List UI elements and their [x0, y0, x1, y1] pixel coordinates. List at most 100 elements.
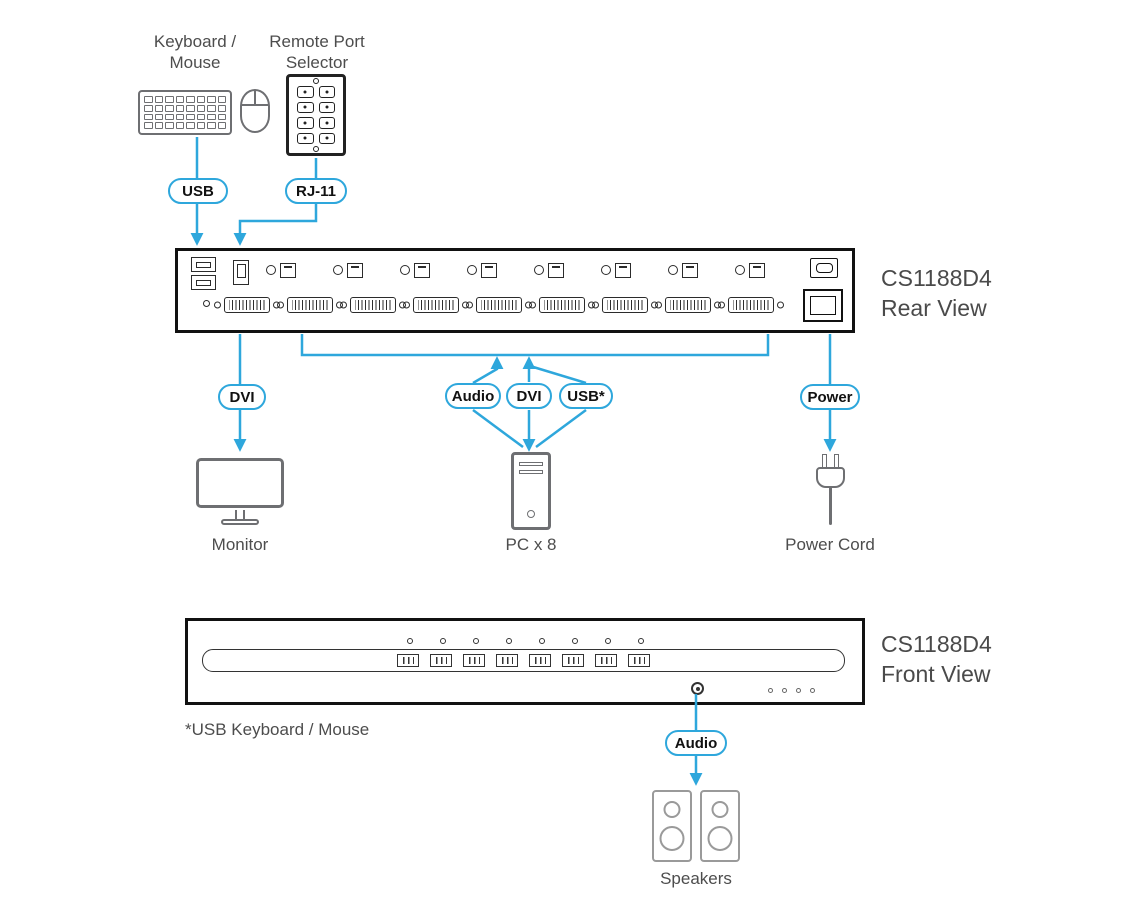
usb-audio-port-icon	[534, 262, 564, 278]
dvi-pc-pill: DVI	[506, 383, 552, 409]
status-led-icon	[810, 688, 815, 693]
wire-usb-down	[535, 408, 587, 449]
rear-panel	[175, 248, 855, 333]
keyboard-key-icon	[154, 104, 163, 112]
port-button-icon	[463, 654, 485, 667]
port-button-icon	[595, 654, 617, 667]
usb-audio-port-icon	[467, 262, 497, 278]
dvi-port-icon	[224, 297, 270, 313]
keyboard-key-icon	[144, 122, 153, 129]
usb-audio-port-icon	[400, 262, 430, 278]
port-button-icon	[529, 654, 551, 667]
pc-label: PC x 8	[505, 535, 557, 554]
port-led-icon	[506, 638, 512, 644]
power-cord-line	[829, 487, 832, 525]
keyboard-icon	[138, 90, 232, 135]
keyboard-key-icon	[186, 113, 195, 121]
keyboard-key-icon	[154, 96, 163, 103]
usb-audio-port-icon	[601, 262, 631, 278]
keyboard-key-icon	[207, 113, 216, 121]
keyboard-key-icon	[196, 122, 205, 129]
wire-usb-up	[529, 364, 587, 385]
remote-port-selector-label-line2: Selector	[285, 53, 349, 72]
port-button-icon	[397, 654, 419, 667]
plug-prong	[822, 454, 827, 468]
speakers-label: Speakers	[660, 869, 732, 888]
port-led-icon	[605, 638, 611, 644]
port-button-icon	[430, 654, 452, 667]
keyboard-key-icon	[217, 122, 226, 129]
keyboard-key-icon	[144, 113, 153, 121]
port-button-icon	[496, 654, 518, 667]
usb-audio-port-icon	[333, 262, 363, 278]
front-port-leds	[407, 638, 644, 644]
power-plug-icon	[816, 467, 845, 488]
keyboard-key-icon	[165, 104, 174, 112]
keyboard-key-icon	[165, 122, 174, 129]
status-led-icon	[768, 688, 773, 693]
audio-front-pill: Audio	[665, 730, 727, 756]
keyboard-key-icon	[144, 96, 153, 103]
front-view-title-model: CS1188D4	[881, 631, 992, 657]
dvi-monitor-pill: DVI	[218, 384, 266, 410]
keyboard-mouse-label-line1: Keyboard /	[153, 32, 237, 51]
selector-button-icon	[297, 101, 314, 113]
power-switch-icon	[810, 258, 838, 278]
wire-audio-down	[472, 408, 524, 449]
front-port-buttons	[397, 654, 650, 667]
wire-pc-bracket	[300, 334, 770, 357]
rear-usb-audio-ports	[266, 262, 765, 278]
mouse-icon	[240, 89, 270, 133]
usb-audio-port-icon	[266, 262, 296, 278]
front-bezel-slot	[202, 649, 845, 672]
keyboard-key-icon	[196, 104, 205, 112]
port-led-icon	[440, 638, 446, 644]
rj11-port-icon	[233, 260, 249, 285]
usb-footnote: *USB Keyboard / Mouse	[185, 720, 370, 739]
keyboard-key-icon	[196, 113, 205, 121]
keyboard-key-icon	[165, 113, 174, 121]
keyboard-key-icon	[207, 104, 216, 112]
front-view-title-view: Front View	[881, 661, 991, 687]
keyboard-key-icon	[207, 96, 216, 103]
port-button-icon	[628, 654, 650, 667]
monitor-stand	[235, 510, 245, 520]
keyboard-key-icon	[196, 96, 205, 103]
dvi-port-icon	[350, 297, 396, 313]
monitor-base	[221, 519, 259, 525]
rear-view-title-model: CS1188D4	[881, 265, 992, 291]
keyboard-mouse-label-line2: Mouse	[169, 53, 221, 72]
keyboard-key-icon	[217, 96, 226, 103]
usb-pc-pill: USB*	[559, 383, 613, 409]
dvi-port-icon	[413, 297, 459, 313]
dvi-port-icon	[728, 297, 774, 313]
front-status-leds	[768, 688, 815, 693]
usb-audio-port-icon	[668, 262, 698, 278]
remote-port-selector-icon	[286, 74, 346, 156]
rear-view-title: CS1188D4 Rear View	[881, 263, 992, 323]
keyboard-key-icon	[175, 96, 184, 103]
monitor-label: Monitor	[211, 535, 269, 554]
selector-button-icon	[297, 117, 314, 129]
dvi-port-icon	[287, 297, 333, 313]
usb-pill: USB	[168, 178, 228, 204]
power-inlet-icon	[803, 289, 843, 322]
selector-button-icon	[318, 101, 335, 113]
status-led-icon	[782, 688, 787, 693]
keyboard-key-icon	[175, 104, 184, 112]
front-panel	[185, 618, 865, 705]
selector-button-icon	[318, 132, 335, 144]
usb-audio-port-icon	[735, 262, 765, 278]
dvi-port-icon	[539, 297, 585, 313]
selector-buttons	[297, 86, 335, 144]
port-led-icon	[638, 638, 644, 644]
front-audio-jack-icon	[691, 682, 704, 695]
port-led-icon	[539, 638, 545, 644]
pc-icon	[511, 452, 551, 530]
remote-port-selector-label: Remote Port Selector	[261, 31, 373, 73]
rear-view-title-view: Rear View	[881, 295, 987, 321]
selector-button-icon	[297, 86, 314, 98]
port-led-icon	[473, 638, 479, 644]
pc-power-button-icon	[527, 510, 535, 518]
keyboard-key-icon	[175, 122, 184, 129]
